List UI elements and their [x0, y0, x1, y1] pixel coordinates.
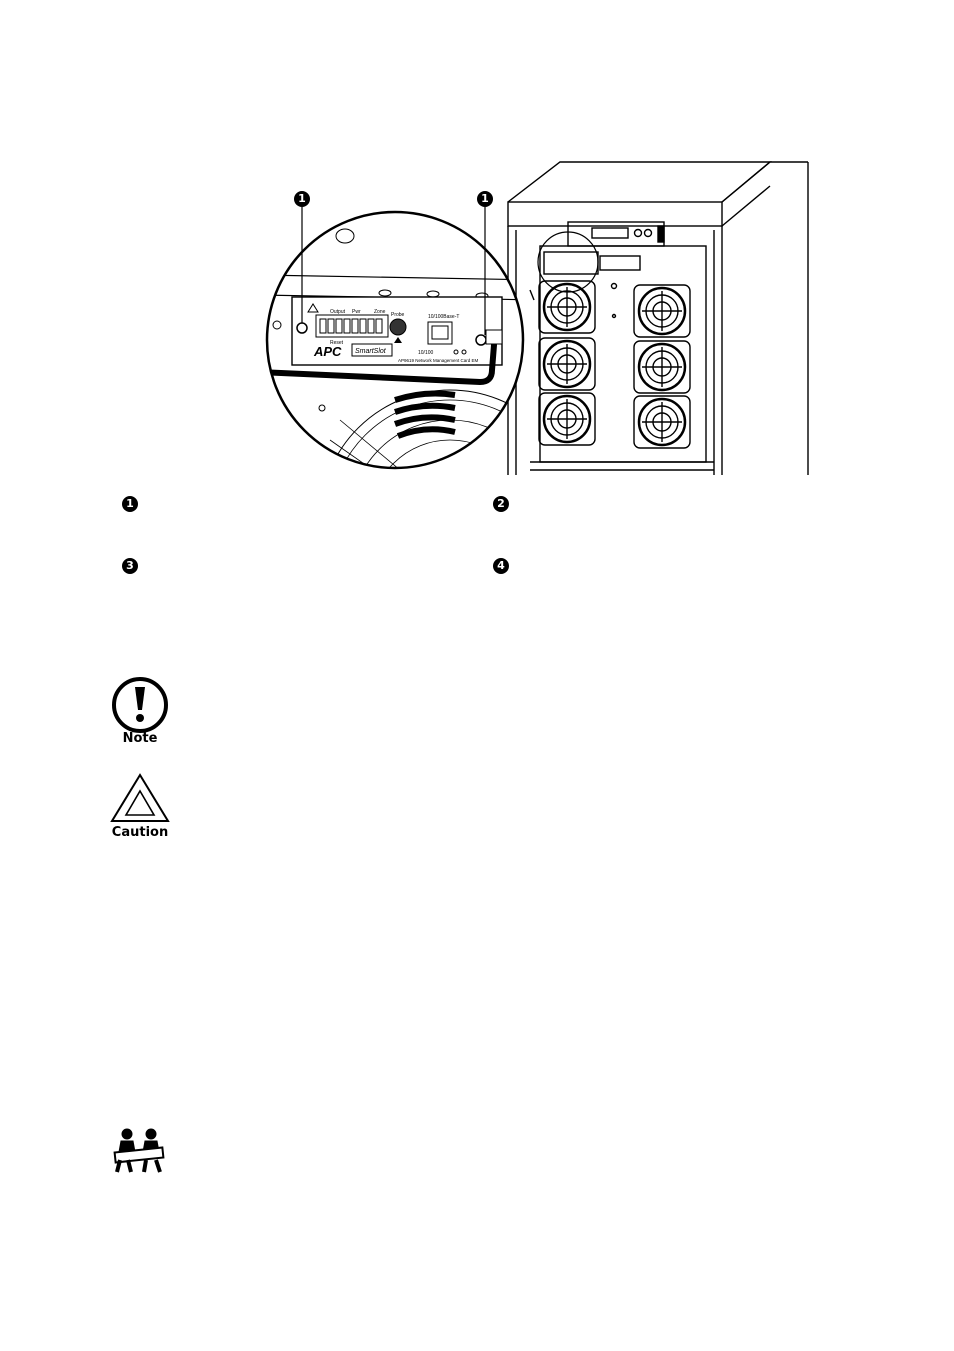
caution-triangle-icon [110, 773, 170, 822]
card-speed-label: 10/100 [418, 350, 434, 356]
card-output-label: Output [330, 309, 346, 315]
card-ethernet-label: 10/100Base-T [428, 314, 459, 320]
card-model-text: AP9619 Network Management Card EM [398, 358, 479, 363]
legend-marker-1: 1 [122, 496, 138, 512]
legend-marker-2: 2 [493, 496, 509, 512]
note-exclamation-icon [112, 677, 168, 733]
magnified-card-view: Output Pwr Zone Probe Reset 10/100Base-T… [267, 212, 523, 468]
note-label: Note [122, 731, 158, 746]
card-reset-label: Reset [330, 340, 344, 346]
callout-marker-left: 1 [294, 191, 310, 207]
card-probe-label: Probe [391, 312, 405, 318]
card-slot-brand: SmartSlot [355, 348, 387, 355]
legend-marker-4: 4 [493, 558, 509, 574]
card-pwr-label: Pwr [352, 309, 361, 315]
caution-label: Caution [111, 825, 169, 840]
card-brand-logo: APC [313, 344, 342, 359]
ups-cabinet [507, 161, 809, 475]
equipment-figure: Output Pwr Zone Probe Reset 10/100Base-T… [265, 161, 809, 475]
two-person-lift-icon [113, 1128, 165, 1173]
legend-marker-3: 3 [122, 558, 138, 574]
callout-marker-right: 1 [477, 191, 493, 207]
card-zone-label: Zone [374, 309, 386, 315]
cabinet-fans [538, 280, 691, 449]
